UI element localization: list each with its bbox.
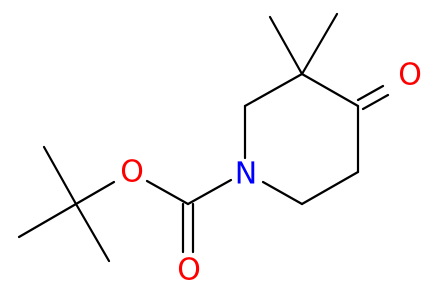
bond-ring-c6-n xyxy=(261,180,304,206)
bond-carbonyl-carbon-to-nitrogen xyxy=(186,178,233,206)
bond-ring-c5-c6 xyxy=(300,170,360,206)
bond-ring-c3-c4 xyxy=(300,72,360,108)
ketone-oxygen-label: O xyxy=(398,58,422,93)
bond-ring-c2-c3 xyxy=(243,72,304,108)
bond-ester-oxygen-to-carbonyl-carbon xyxy=(145,179,190,206)
ring-nitrogen-label: N xyxy=(235,157,257,192)
bond-gem-methyl-left xyxy=(268,15,304,76)
bond-ketone-double-b xyxy=(361,93,390,111)
carbonyl-oxygen-label: O xyxy=(177,253,201,288)
bond-gem-methyl-right xyxy=(300,12,339,76)
bond-tbu-methyl-left xyxy=(17,202,78,239)
bond-tbu-to-ester-oxygen xyxy=(74,180,116,206)
bond-tbu-methyl-top xyxy=(42,145,78,206)
bond-tbu-methyl-bottom xyxy=(74,202,111,263)
ester-oxygen-label: O xyxy=(120,155,144,190)
bond-ketone-double-a xyxy=(356,84,385,102)
